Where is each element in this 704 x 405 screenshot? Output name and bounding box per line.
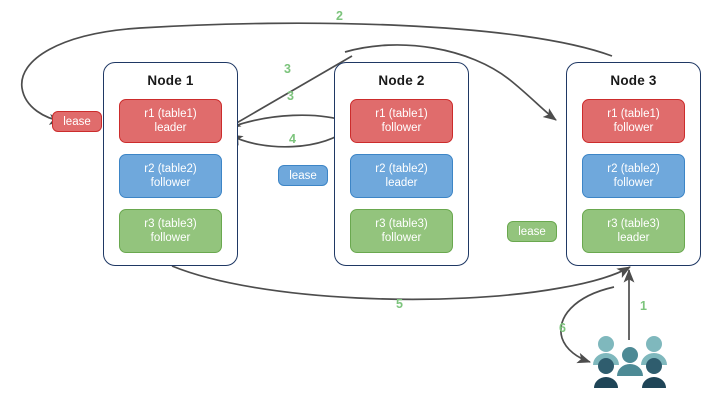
replica-n1-r3-role: follower (150, 232, 191, 244)
replica-n2-r1-role: follower (381, 122, 422, 134)
replica-n2-r2-name: r2 (table2) (375, 163, 428, 175)
replica-n3-r3-role: leader (617, 232, 650, 244)
replica-n2-r2-role: leader (385, 177, 418, 189)
replica-n1-r3[interactable]: r3 (table3) follower (119, 209, 222, 253)
step-label-3-upper: 3 (284, 62, 291, 76)
users-icon-middle (617, 347, 643, 376)
replica-n1-r2-role: follower (150, 177, 191, 189)
step-label-5: 5 (396, 297, 403, 311)
arrow-step-2 (21, 22, 613, 125)
step-label-1: 1 (640, 299, 647, 313)
node-1-replicas: r1 (table1) leader r2 (table2) follower … (119, 99, 222, 253)
arrow-step-3-lower (227, 55, 353, 129)
lease-badge-table3[interactable]: lease (507, 221, 557, 242)
replica-n3-r3-name: r3 (table3) (607, 218, 660, 230)
node-2-title: Node 2 (378, 73, 425, 88)
replica-n2-r1[interactable]: r1 (table1) follower (350, 99, 453, 143)
replica-n2-r3-name: r3 (table3) (375, 218, 428, 230)
arrow-step-6 (560, 286, 615, 364)
node-3-container[interactable]: Node 3 r1 (table1) follower r2 (table2) … (566, 62, 701, 266)
replica-n1-r1-role: leader (154, 122, 187, 134)
users-icon-mid-front-row (598, 358, 662, 374)
users-icon-front-row (594, 377, 666, 388)
replica-n2-r3-role: follower (381, 232, 422, 244)
step-label-6: 6 (559, 321, 566, 335)
replica-n2-r3[interactable]: r3 (table3) follower (350, 209, 453, 253)
lease-badge-table1[interactable]: lease (52, 111, 102, 132)
replica-n1-r1-name: r1 (table1) (144, 108, 197, 120)
replica-n3-r2-name: r2 (table2) (607, 163, 660, 175)
replica-n3-r1[interactable]: r1 (table1) follower (582, 99, 685, 143)
replica-n3-r3[interactable]: r3 (table3) leader (582, 209, 685, 253)
arrow-node1-to-node2 (225, 112, 349, 130)
replica-n1-r1[interactable]: r1 (table1) leader (119, 99, 222, 143)
users-icon[interactable] (592, 335, 668, 393)
node-1-title: Node 1 (147, 73, 194, 88)
step-label-4: 4 (289, 132, 296, 146)
arrow-step-3-upper (344, 44, 557, 121)
lease-badge-table2[interactable]: lease (278, 165, 328, 186)
replica-n1-r2[interactable]: r2 (table2) follower (119, 154, 222, 198)
replica-n3-r2[interactable]: r2 (table2) follower (582, 154, 685, 198)
replica-n2-r2[interactable]: r2 (table2) leader (350, 154, 453, 198)
node-2-replicas: r1 (table1) follower r2 (table2) leader … (350, 99, 453, 253)
replica-n2-r1-name: r1 (table1) (375, 108, 428, 120)
replica-n3-r2-role: follower (613, 177, 654, 189)
node-3-replicas: r1 (table1) follower r2 (table2) followe… (582, 99, 685, 253)
step-label-2: 2 (336, 9, 343, 23)
replica-n3-r1-name: r1 (table1) (607, 108, 660, 120)
node-1-container[interactable]: Node 1 r1 (table1) leader r2 (table2) fo… (103, 62, 238, 266)
replica-n1-r2-name: r2 (table2) (144, 163, 197, 175)
node-3-title: Node 3 (610, 73, 657, 88)
step-label-3-lower: 3 (287, 89, 294, 103)
node-2-container[interactable]: Node 2 r1 (table1) follower r2 (table2) … (334, 62, 469, 266)
replica-n3-r1-role: follower (613, 122, 654, 134)
arrow-step-5 (171, 265, 631, 301)
replica-n1-r3-name: r3 (table3) (144, 218, 197, 230)
